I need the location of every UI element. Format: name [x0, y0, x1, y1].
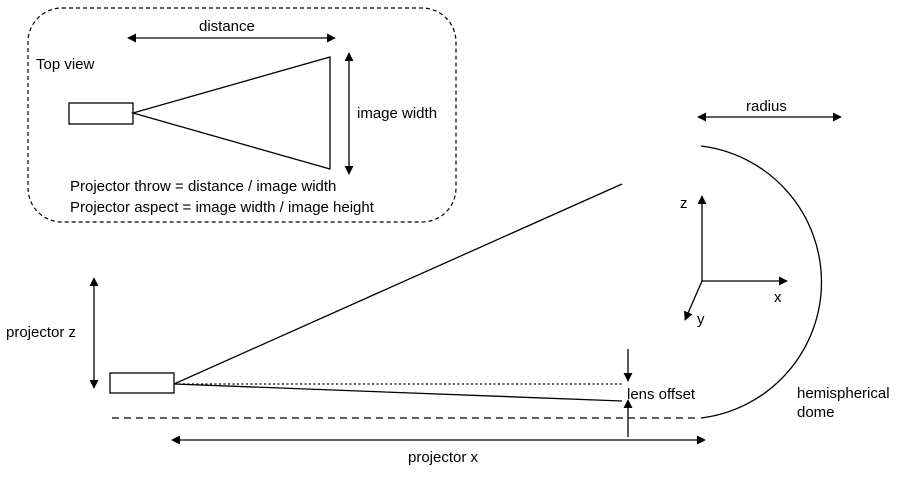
projector-z-label: projector z: [6, 324, 76, 341]
hemispherical-dome-arc: [700, 145, 823, 419]
z-axis-label: z: [680, 195, 688, 212]
image-width-label: image width: [357, 105, 437, 122]
lower-projection-ray: [173, 383, 623, 402]
x-axis-label: x: [774, 289, 782, 306]
side-view-projector: [109, 372, 175, 394]
distance-label: distance: [199, 18, 255, 35]
top-view-projector: [68, 102, 134, 125]
side-view: radius projector z lens offset projector…: [6, 98, 890, 466]
radius-label: radius: [746, 98, 787, 115]
top-view-projection-cone: [130, 56, 331, 170]
projector-x-label: projector x: [408, 449, 479, 466]
y-axis-label: y: [697, 311, 705, 328]
dome-label-line1: hemispherical: [797, 385, 890, 402]
top-view-inset: Top view distance image width Projector …: [27, 7, 457, 223]
throw-formula: Projector throw = distance / image width: [70, 178, 336, 195]
top-view-title: Top view: [36, 56, 95, 73]
coordinate-axes: z x y: [680, 195, 788, 328]
top-view-frame: [27, 7, 457, 223]
dome-label-line2: dome: [797, 404, 835, 421]
upper-projection-ray: [173, 183, 623, 385]
lens-offset-label: lens offset: [627, 386, 696, 403]
y-axis: [684, 280, 703, 321]
aspect-formula: Projector aspect = image width / image h…: [70, 199, 375, 216]
